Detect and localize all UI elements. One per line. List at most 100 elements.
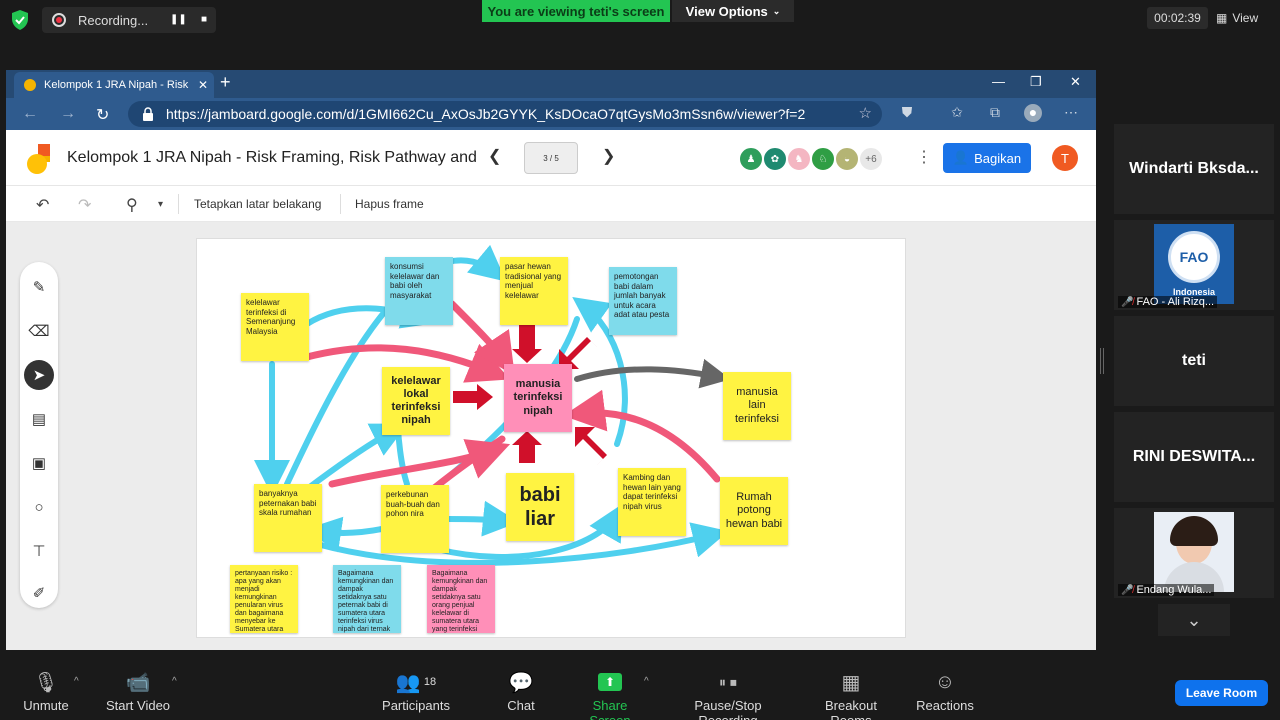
participant-tile[interactable]: teti <box>1114 316 1274 406</box>
zoom-dropdown-icon[interactable]: ▾ <box>158 199 164 210</box>
collaborator-avatar-icon[interactable]: ♟ <box>738 146 764 172</box>
browser-tab[interactable]: Kelompok 1 JRA Nipah - Risk Fra ✕ <box>14 72 214 98</box>
profile-avatar-icon[interactable]: ● <box>1024 104 1042 122</box>
sticky-note-icon[interactable]: ▤ <box>31 411 47 428</box>
participants-count: 18 <box>423 676 437 688</box>
pause-stop-icon: ⏸ ⏹ <box>719 673 737 690</box>
pause-stop-recording-button[interactable]: ⏸ ⏹ Pause/Stop Recording <box>664 670 792 720</box>
collaborator-avatar-icon[interactable]: ♘ <box>810 146 836 172</box>
bookmark-star-icon[interactable]: ☆ <box>858 105 872 122</box>
sticky-note[interactable]: kelelawar terinfeksi di Semenanjung Mala… <box>241 293 309 361</box>
share-screen-button[interactable]: ⬆ Share Screen <box>572 670 648 720</box>
circle-shape-icon[interactable]: ○ <box>34 498 44 516</box>
undo-icon[interactable]: ↶ <box>36 197 50 214</box>
pause-recording-icon[interactable]: ❚❚ <box>170 14 187 25</box>
sticky-note[interactable]: Bagaimana kemungkinan dan dampak setidak… <box>333 565 401 633</box>
sticky-note[interactable]: konsumsi kelelawar dan babi oleh masyara… <box>385 257 453 325</box>
sticky-note[interactable]: manusia lain terinfeksi <box>723 372 791 440</box>
participants-button[interactable]: 👥18 Participants <box>380 670 452 714</box>
set-background-button[interactable]: Tetapkan latar belakang <box>194 197 322 211</box>
participant-tile[interactable]: Windarti Bksda... <box>1114 124 1274 214</box>
address-bar: ← → ↻ https://jamboard.google.com/d/1GMI… <box>6 98 1096 130</box>
jamboard-frame[interactable]: kelelawar terinfeksi di Semenanjung Mala… <box>196 238 906 638</box>
sticky-note[interactable]: pemotongan babi dalam jumlah banyak untu… <box>609 267 677 335</box>
security-shield-icon[interactable] <box>8 8 32 32</box>
previous-frame-icon[interactable]: ❮ <box>488 148 502 165</box>
reload-icon[interactable]: ↻ <box>96 107 110 124</box>
url-field[interactable]: https://jamboard.google.com/d/1GMI662Cu_… <box>128 101 882 127</box>
more-options-icon[interactable]: ⋮ <box>916 149 932 166</box>
jamboard-favicon-icon <box>24 79 36 91</box>
user-avatar[interactable]: T <box>1052 145 1078 171</box>
shared-browser-window: Kelompok 1 JRA Nipah - Risk Fra ✕ + — ❐ … <box>6 70 1096 650</box>
sticky-note[interactable]: pasar hewan tradisional yang menjual kel… <box>500 257 568 325</box>
collaborator-avatar-icon[interactable]: ♞ <box>786 146 812 172</box>
scroll-down-icon[interactable]: ⌄ <box>1158 604 1230 636</box>
leave-room-button[interactable]: Leave Room <box>1175 680 1268 706</box>
view-button[interactable]: ▦ View <box>1216 7 1272 29</box>
new-tab-icon[interactable]: + <box>220 72 231 92</box>
recording-indicator: Recording... ❚❚ ■ <box>42 7 216 33</box>
video-options-caret-icon[interactable]: ^ <box>172 676 177 687</box>
audio-options-caret-icon[interactable]: ^ <box>74 676 79 687</box>
share-options-caret-icon[interactable]: ^ <box>644 676 649 687</box>
more-collaborators-badge[interactable]: +6 <box>858 146 884 172</box>
board-title[interactable]: Kelompok 1 JRA Nipah - Risk Framing, Ris… <box>67 149 477 166</box>
minimize-icon[interactable]: — <box>992 74 1005 89</box>
forward-icon[interactable]: → <box>60 105 76 122</box>
panel-resize-handle[interactable] <box>1100 348 1104 374</box>
zoom-icon[interactable]: ⚲ <box>126 197 138 214</box>
person-icon: 👤 <box>952 150 970 165</box>
collaborator-avatar-icon[interactable]: ◒ <box>834 146 860 172</box>
stop-recording-icon[interactable]: ■ <box>200 14 208 25</box>
sticky-note[interactable]: Bagaimana kemungkinan dan dampak setidak… <box>427 565 495 633</box>
close-window-icon[interactable]: ✕ <box>1070 74 1081 89</box>
meeting-timer: 00:02:39 <box>1147 7 1208 29</box>
sticky-note[interactable]: kelelawar lokal terinfeksi nipah <box>382 367 450 435</box>
laser-icon[interactable]: ✐ <box>32 585 46 602</box>
participant-name: Windarti Bksda... <box>1129 160 1259 177</box>
text-box-icon[interactable]: ⊤ <box>32 543 46 560</box>
sticky-note[interactable]: pertanyaan risiko : apa yang akan menjad… <box>230 565 298 633</box>
eraser-icon[interactable]: ⌫ <box>28 323 50 340</box>
sticky-note[interactable]: babi liar <box>506 473 574 541</box>
participant-label: 🎤̸ FAO - Ali Rizq... <box>1118 296 1218 308</box>
collaborator-avatar-icon[interactable]: ✿ <box>762 146 788 172</box>
back-icon[interactable]: ← <box>22 105 38 122</box>
participant-tile[interactable]: RINI DESWITA... <box>1114 412 1274 502</box>
clear-frame-button[interactable]: Hapus frame <box>355 197 424 211</box>
chat-button[interactable]: 💬 Chat <box>500 670 542 714</box>
participant-tile[interactable]: 🎤̸ Endang Wula... <box>1114 508 1274 598</box>
pen-icon[interactable]: ✎ <box>32 279 46 296</box>
frame-bar-button[interactable]: 3 / 5 <box>524 142 578 174</box>
start-video-button[interactable]: 📹 Start Video <box>104 670 172 714</box>
breakout-rooms-button[interactable]: ▦ Breakout Rooms <box>804 670 898 720</box>
next-frame-icon[interactable]: ❯ <box>602 148 616 165</box>
unmute-button[interactable]: 🎙 Unmute <box>22 670 70 714</box>
share-label: Bagikan <box>974 150 1022 166</box>
sticky-note[interactable]: banyaknya peternakan babi skala rumahan <box>254 484 322 552</box>
reactions-smiley-icon: ☺ <box>934 670 956 693</box>
share-button[interactable]: 👤 Bagikan <box>943 143 1031 173</box>
add-image-icon[interactable]: ▣ <box>31 455 47 472</box>
redo-icon[interactable]: ↷ <box>78 197 92 214</box>
participant-tile[interactable]: FAO Indonesia 🎤̸ FAO - Ali Rizq... <box>1114 220 1274 310</box>
participants-icon: 👥18 <box>395 671 437 694</box>
jamboard-logo[interactable] <box>26 144 50 174</box>
restore-icon[interactable]: ❐ <box>1030 74 1042 89</box>
jamboard-toolbar: ↶ ↷ ⚲ ▾ Tetapkan latar belakang Hapus fr… <box>6 186 1096 222</box>
close-tab-icon[interactable]: ✕ <box>198 78 209 92</box>
sticky-note[interactable]: perkebunan buah-buah dan pohon nira <box>381 485 449 553</box>
extension-shield-icon[interactable]: ⛊ <box>901 104 913 120</box>
collections-icon[interactable]: ⧉ <box>990 104 1000 120</box>
muted-microphone-icon: 🎙 <box>33 671 59 694</box>
sticky-note[interactable]: manusia terinfeksi nipah <box>504 364 572 432</box>
more-menu-icon[interactable]: ⋯ <box>1064 104 1078 120</box>
sticky-note[interactable]: Rumah potong hewan babi <box>720 477 788 545</box>
lock-icon <box>143 107 153 121</box>
favorites-icon[interactable]: ✩ <box>951 104 963 120</box>
sticky-note[interactable]: Kambing dan hewan lain yang dapat terinf… <box>618 468 686 536</box>
view-options-button[interactable]: View Options ⌄ <box>672 0 794 22</box>
select-pointer-icon[interactable]: ➤ <box>24 360 54 390</box>
reactions-button[interactable]: ☺ Reactions <box>916 670 974 714</box>
